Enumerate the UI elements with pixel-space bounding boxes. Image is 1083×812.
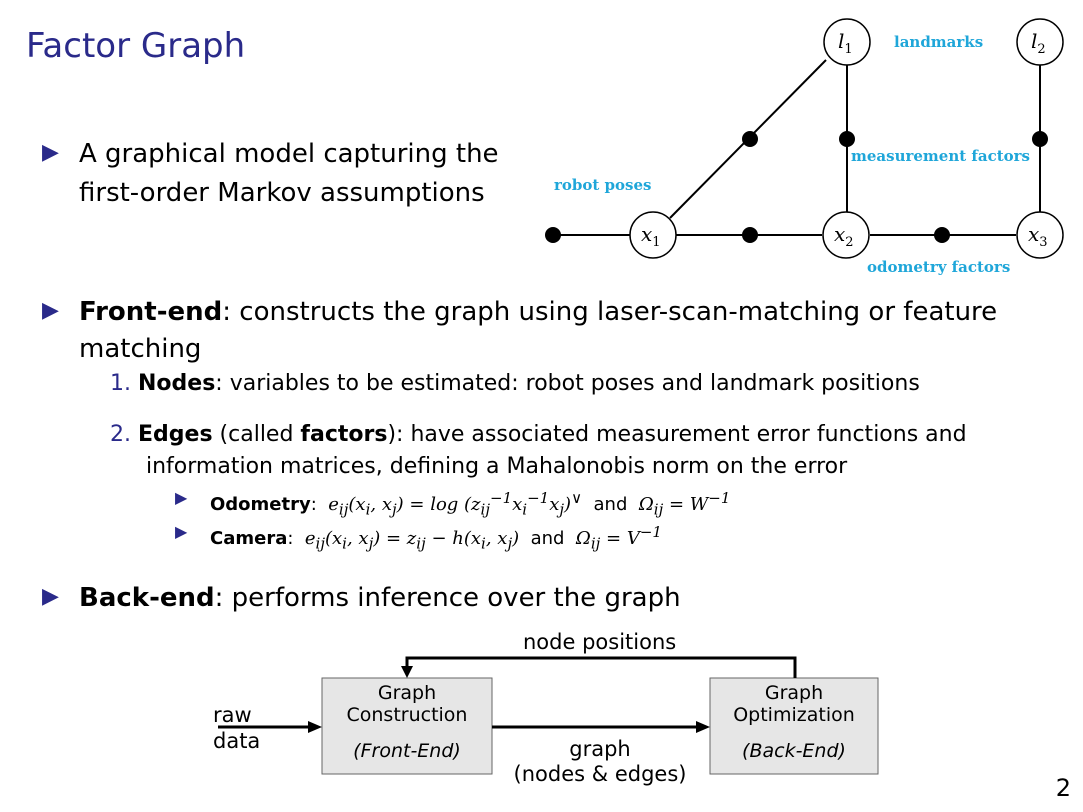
- odometry-factors-label: odometry factors: [867, 258, 1011, 276]
- backend-line: Back-end: performs inference over the gr…: [79, 583, 681, 613]
- intro-line-1: A graphical model capturing the: [79, 139, 499, 169]
- factor-dot: [545, 227, 561, 243]
- odometry-omega: Ωij = W−1: [638, 489, 731, 519]
- list-item-nodes: 1. Nodes: variables to be estimated: rob…: [110, 371, 920, 396]
- bullet-triangle-icon: ▶: [42, 584, 59, 609]
- intro-line-2: first-order Markov assumptions: [79, 178, 485, 208]
- node-x3-label: x3: [1028, 222, 1048, 250]
- node-l2-label: l2: [1031, 29, 1046, 57]
- frontend-line-2: matching: [79, 334, 202, 364]
- odometry-item: Odometry: eij(xi, xj) = log (zij−1xi−1xj…: [210, 489, 731, 519]
- factor-nodes: [545, 131, 1048, 243]
- bullet-triangle-icon: ▶: [175, 488, 188, 507]
- camera-item: Camera: eij(xi, xj) = zij − h(xi, xj) an…: [210, 523, 662, 553]
- node-l1: [823, 18, 871, 66]
- factor-dot: [742, 227, 758, 243]
- landmarks-label: landmarks: [894, 33, 984, 51]
- node-l1-label: l1: [838, 29, 853, 57]
- factor-dot: [1032, 131, 1048, 147]
- list-item-edges-line-2: information matrices, defining a Mahalon…: [146, 454, 848, 479]
- slide-title: Factor Graph: [26, 26, 246, 66]
- raw-label: raw: [213, 703, 252, 727]
- factor-dot: [742, 131, 758, 147]
- bullet-triangle-icon: ▶: [42, 298, 59, 323]
- factor-dot: [934, 227, 950, 243]
- list-item-edges: 2. Edges (called factors): have associat…: [110, 422, 967, 447]
- frontend-heading: Front-end: [79, 297, 223, 327]
- graph-edge-label: graph (nodes & edges): [513, 737, 687, 786]
- node-x1: [629, 211, 677, 259]
- node-x1-label: x1: [641, 222, 661, 250]
- backend-heading: Back-end: [79, 583, 215, 613]
- variable-nodes: [629, 18, 1064, 259]
- graph-optimization-box: Graph Optimization (Back-End): [733, 682, 855, 762]
- data-label: data: [213, 729, 261, 753]
- factor-dot: [839, 131, 855, 147]
- node-x3: [1016, 211, 1064, 259]
- node-positions-label: node positions: [523, 630, 677, 654]
- node-x2: [822, 211, 870, 259]
- bullet-triangle-icon: ▶: [175, 522, 188, 541]
- measurement-factors-label: measurement factors: [851, 147, 1030, 165]
- camera-formula: eij(xi, xj) = zij − h(xi, xj): [304, 528, 520, 553]
- node-l2: [1016, 18, 1064, 66]
- node-x2-label: x2: [834, 222, 854, 250]
- camera-omega: Ωij = V−1: [575, 523, 662, 553]
- odometry-formula: eij(xi, xj) = log (zij−1xi−1xj)∨: [328, 489, 583, 519]
- robot-poses-label: robot poses: [554, 176, 652, 194]
- page-number: 2: [1055, 774, 1071, 802]
- frontend-line-1: Front-end: constructs the graph using la…: [79, 297, 998, 327]
- bullet-triangle-icon: ▶: [42, 140, 59, 165]
- graph-construction-box: Graph Construction (Front-End): [346, 682, 468, 762]
